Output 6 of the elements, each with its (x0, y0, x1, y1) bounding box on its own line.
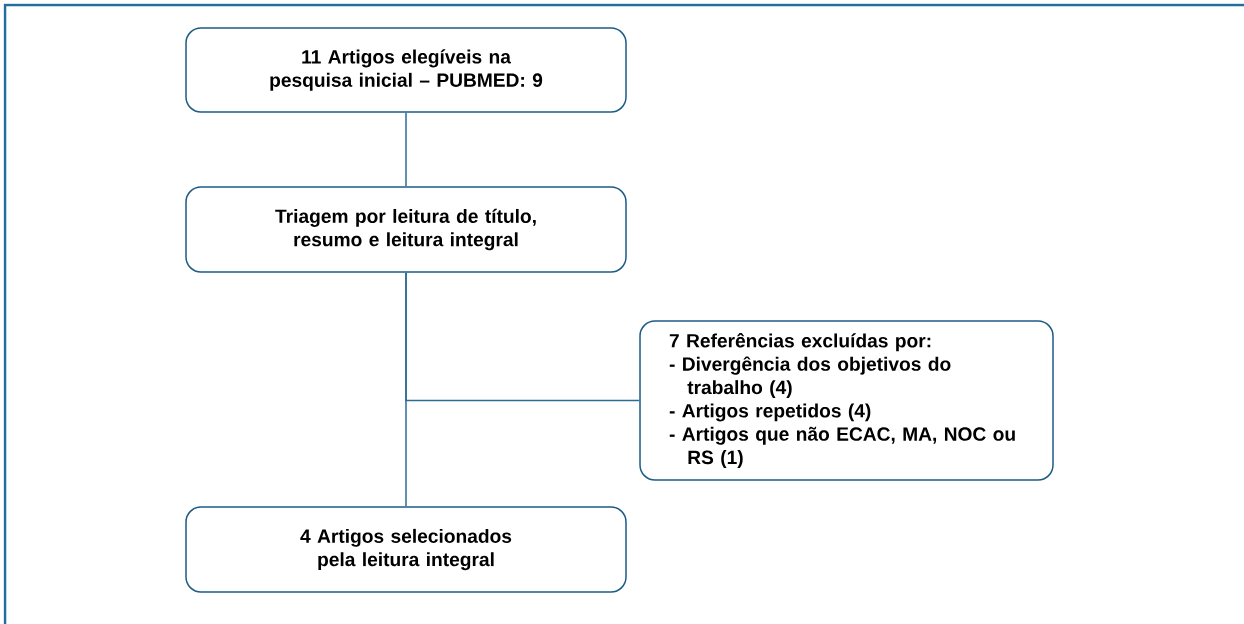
process-box: 7 Referências excluídas por: - Divergência dos objetivos do trabalho (4) - Artigos repetidos (4) - Artigos que não ECAC, MA, NOC ou RS (1) (639, 320, 1054, 481)
connector-line (405, 272, 640, 402)
process-box: Triagem por leitura de título, resumo e leitura integral (185, 186, 627, 273)
process-box: 4 Artigos selecionados pela leitura integral (185, 506, 627, 593)
process-box: 11 Artigos elegíveis na pesquisa inicial – PUBMED: 9 (185, 27, 627, 113)
connector-line (405, 112, 407, 187)
